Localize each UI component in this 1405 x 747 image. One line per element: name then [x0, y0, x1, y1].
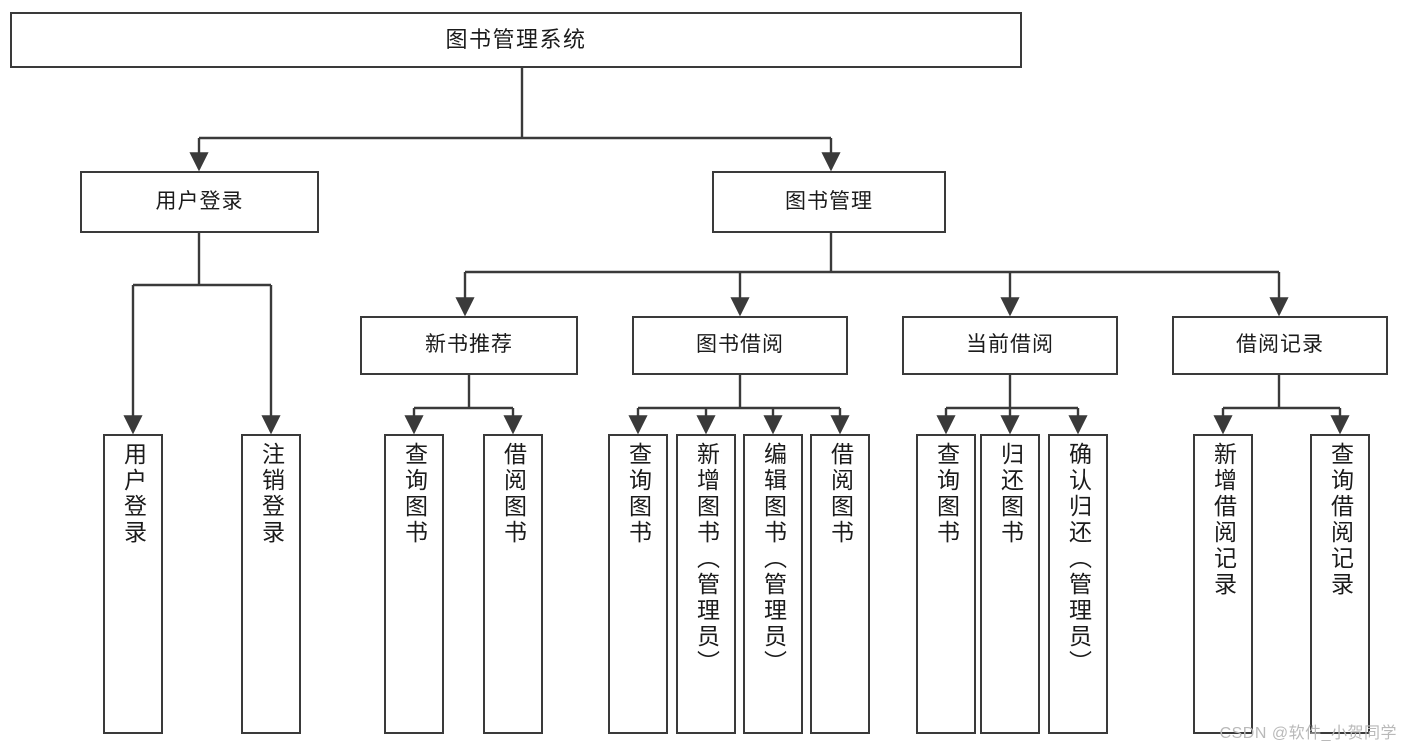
node-label: 借阅图书 — [827, 442, 854, 546]
leaf-borrow-book[interactable]: 借阅图书 — [810, 434, 870, 734]
leaf-add-book-admin[interactable]: 新增图书（管理员） — [676, 434, 736, 734]
node-book-management[interactable]: 图书管理 — [712, 171, 946, 233]
node-label: 图书借阅 — [696, 333, 784, 357]
leaf-confirm-return-admin[interactable]: 确认归还（管理员） — [1048, 434, 1108, 734]
node-book-borrow[interactable]: 图书借阅 — [632, 316, 848, 375]
leaf-query-book-borrow[interactable]: 查询图书 — [608, 434, 668, 734]
node-label: 归还图书 — [997, 442, 1024, 546]
node-label: 注销登录 — [258, 442, 285, 546]
node-label: 编辑图书（管理员） — [760, 442, 787, 676]
node-label: 确认归还（管理员） — [1065, 442, 1092, 676]
leaf-user-login[interactable]: 用户登录 — [103, 434, 163, 734]
node-label: 图书管理 — [785, 189, 873, 213]
csdn-watermark: CSDN @软件_小贺同学 — [1219, 725, 1397, 742]
node-label: 查询图书 — [401, 442, 428, 546]
leaf-query-borrow-record[interactable]: 查询借阅记录 — [1310, 434, 1370, 734]
node-current-borrow[interactable]: 当前借阅 — [902, 316, 1118, 375]
leaf-return-book[interactable]: 归还图书 — [980, 434, 1040, 734]
leaf-query-book-new-rec[interactable]: 查询图书 — [384, 434, 444, 734]
node-label: 借阅图书 — [500, 442, 527, 546]
node-new-book-recommendation[interactable]: 新书推荐 — [360, 316, 578, 375]
node-label: 用户登录 — [120, 442, 147, 546]
node-borrow-record[interactable]: 借阅记录 — [1172, 316, 1388, 375]
node-root-book-management-system[interactable]: 图书管理系统 — [10, 12, 1022, 68]
node-label: 新增借阅记录 — [1210, 442, 1237, 598]
node-label: 查询图书 — [933, 442, 960, 546]
node-label: 借阅记录 — [1236, 333, 1324, 357]
node-label: 图书管理系统 — [445, 27, 587, 53]
node-label: 查询图书 — [625, 442, 652, 546]
leaf-borrow-book-new-rec[interactable]: 借阅图书 — [483, 434, 543, 734]
node-label: 用户登录 — [155, 189, 244, 213]
leaf-query-book-current[interactable]: 查询图书 — [916, 434, 976, 734]
leaf-edit-book-admin[interactable]: 编辑图书（管理员） — [743, 434, 803, 734]
node-label: 当前借阅 — [966, 333, 1054, 357]
node-label: 查询借阅记录 — [1327, 442, 1354, 598]
leaf-add-borrow-record[interactable]: 新增借阅记录 — [1193, 434, 1253, 734]
node-label: 新书推荐 — [425, 333, 513, 357]
leaf-logout[interactable]: 注销登录 — [241, 434, 301, 734]
node-label: 新增图书（管理员） — [693, 442, 720, 676]
node-user-login[interactable]: 用户登录 — [80, 171, 319, 233]
